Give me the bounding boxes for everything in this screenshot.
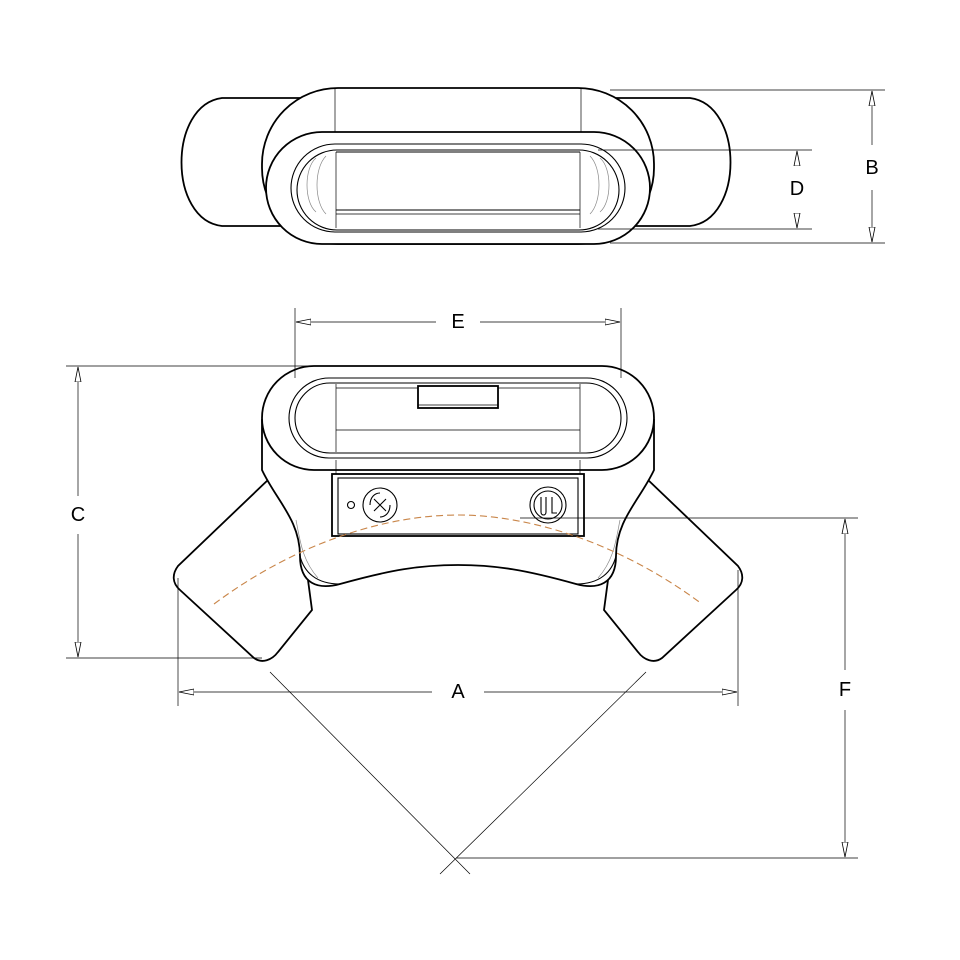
top-opening-ring	[265, 131, 651, 245]
dimension-a-label: A	[451, 681, 465, 703]
bend-centerline	[213, 514, 703, 605]
dimension-c-label: C	[71, 504, 85, 526]
right-arm	[603, 476, 744, 662]
right-hub-axis	[439, 671, 647, 875]
dimension-f-label: F	[839, 679, 851, 701]
front-view: A E C F	[66, 308, 858, 875]
cover-slot	[417, 385, 499, 409]
top-view: B D	[180, 87, 885, 245]
dimension-d-label: D	[790, 178, 804, 200]
front-opening-rim	[261, 365, 655, 471]
dimension-b-label: B	[865, 157, 878, 179]
ul-listing-mark-icon	[529, 486, 567, 524]
csa-certification-mark-icon	[346, 487, 398, 523]
certification-label-plate	[331, 473, 585, 537]
dimension-e-label: E	[451, 311, 464, 333]
top-inner-cavity	[296, 149, 620, 231]
left-hub-axis	[269, 671, 471, 875]
